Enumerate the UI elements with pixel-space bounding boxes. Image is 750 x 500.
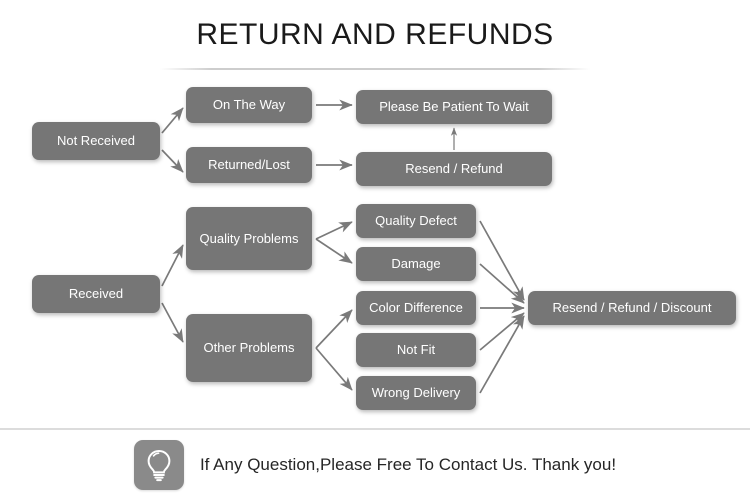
footer: If Any Question,Please Free To Contact U…: [0, 436, 750, 494]
edge-other-problems-to-wrong-delivery: [315, 347, 353, 391]
edge-received-to-quality-problems: [161, 244, 184, 287]
node-quality-defect[interactable]: Quality Defect: [356, 204, 476, 238]
node-label: Other Problems: [203, 340, 295, 356]
edge-not-received-to-returned-lost: [161, 149, 184, 173]
node-returned-lost[interactable]: Returned/Lost: [186, 147, 312, 183]
edge-not-fit-to-final: [479, 312, 525, 351]
node-label: Not Received: [56, 133, 136, 149]
node-damage[interactable]: Damage: [356, 247, 476, 281]
edge-quality-problems-to-damage: [315, 238, 353, 264]
node-label: Please Be Patient To Wait: [379, 99, 529, 115]
edge-damage-to-final: [479, 263, 525, 304]
node-label: Color Difference: [369, 300, 463, 316]
node-label: Damage: [391, 256, 441, 272]
node-quality-problems[interactable]: Quality Problems: [186, 207, 312, 270]
edge-other-problems-to-color-difference: [315, 309, 353, 349]
node-wrong-delivery[interactable]: Wrong Delivery: [356, 376, 476, 410]
lightbulb-icon: [133, 440, 184, 490]
page-title: RETURN AND REFUNDS: [0, 18, 750, 52]
node-resend-refund[interactable]: Resend / Refund: [356, 152, 552, 186]
edge-received-to-other-problems: [161, 302, 184, 343]
node-received[interactable]: Received: [32, 275, 160, 313]
node-not-received[interactable]: Not Received: [32, 122, 160, 160]
node-label: Resend / Refund / Discount: [552, 300, 712, 316]
node-not-fit[interactable]: Not Fit: [356, 333, 476, 367]
node-label: Returned/Lost: [208, 157, 290, 173]
node-on-the-way[interactable]: On The Way: [186, 87, 312, 123]
node-label: Resend / Refund: [405, 161, 503, 177]
node-label: Not Fit: [396, 342, 436, 358]
node-please-be-patient-to-wait[interactable]: Please Be Patient To Wait: [356, 90, 552, 124]
node-label: Quality Defect: [375, 213, 457, 229]
node-resend-refund-discount[interactable]: Resend / Refund / Discount: [528, 291, 736, 325]
node-other-problems[interactable]: Other Problems: [186, 314, 312, 382]
edge-not-received-to-on-the-way: [161, 107, 184, 134]
node-label: Received: [68, 286, 124, 302]
edge-quality-defect-to-final: [479, 220, 525, 301]
node-label: On The Way: [212, 97, 286, 113]
title-divider: [160, 68, 590, 70]
edge-quality-problems-to-quality-defect: [315, 221, 353, 240]
edge-wrong-delivery-to-final: [479, 315, 525, 394]
node-label: Quality Problems: [199, 230, 299, 246]
node-label: Wrong Delivery: [371, 385, 461, 401]
page-title-text: RETURN AND REFUNDS: [196, 18, 554, 51]
footer-text: If Any Question,Please Free To Contact U…: [199, 455, 617, 474]
footer-divider: [0, 428, 750, 430]
node-color-difference[interactable]: Color Difference: [356, 291, 476, 325]
